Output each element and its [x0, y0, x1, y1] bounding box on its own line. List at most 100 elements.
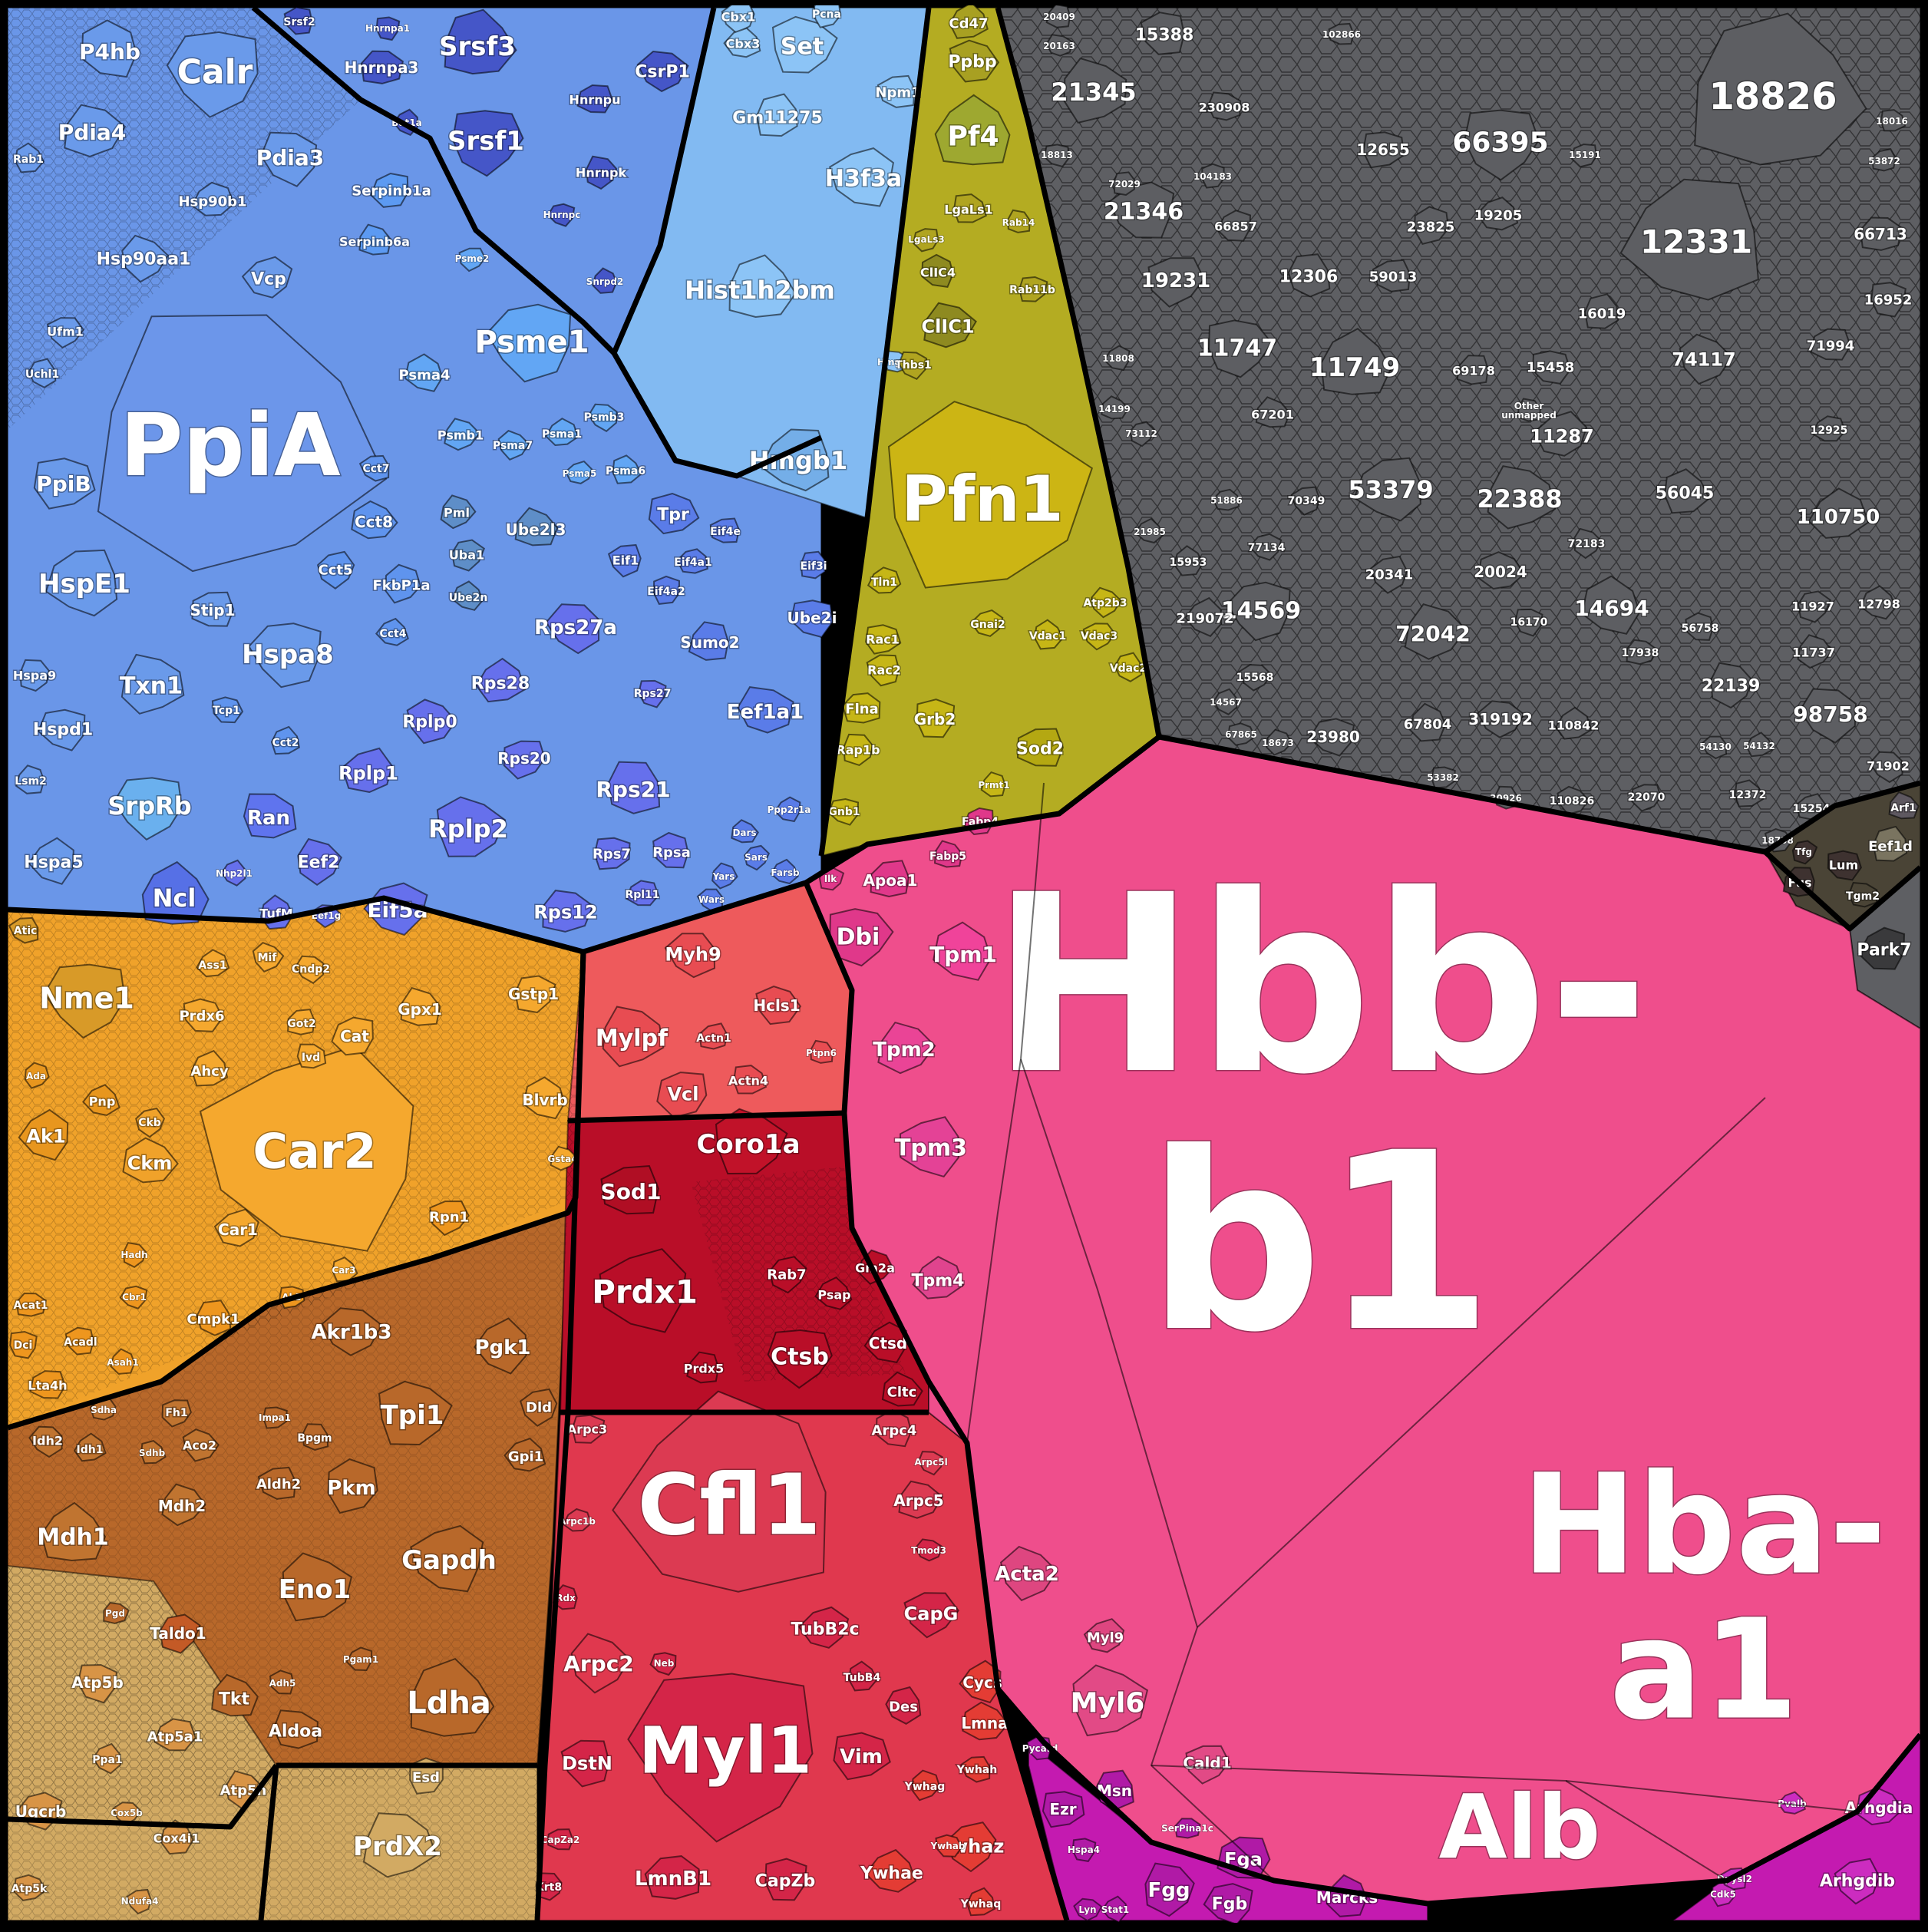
cell-shape: [744, 844, 770, 871]
cell-shape: [161, 1399, 192, 1428]
cell-sod1: Sod1: [599, 1164, 662, 1215]
cell-73112: 73112: [1124, 421, 1158, 447]
cell-label: 66713: [1854, 225, 1907, 243]
cell-shape: [867, 566, 902, 594]
cell-label: Actn4: [728, 1074, 768, 1088]
cell-shape: [1631, 784, 1662, 812]
cell-label: H3f3a: [825, 166, 902, 193]
cell-label: 19205: [1474, 207, 1523, 223]
cell-label: Rps20: [497, 749, 550, 768]
cell-label: 14199: [1098, 404, 1131, 414]
cell-shape: [1072, 1664, 1149, 1737]
cell-capg: CapG: [903, 1592, 959, 1639]
cell-shape: [636, 50, 689, 93]
cell-shape: [64, 104, 127, 157]
cell-label: 19231: [1141, 269, 1210, 292]
cell-shape: [599, 1248, 687, 1333]
cell-label: Gm11275: [732, 109, 823, 128]
cell-lmna: Lmna: [960, 1701, 1009, 1741]
cell-label: Hnrnpa1: [365, 23, 410, 34]
cell-shape: [1431, 766, 1456, 789]
cell-label: Cct7: [362, 463, 389, 475]
cell-ppib: PpiB: [33, 457, 96, 510]
cell-label: Fabp5: [929, 850, 966, 863]
cell-shape: [140, 1440, 167, 1465]
cell-shape: [191, 591, 235, 627]
cell-shape: [260, 131, 318, 187]
cell-sumo2: Sumo2: [679, 621, 741, 661]
cell-label: Gstp1: [508, 985, 559, 1003]
cell-shape: [600, 1164, 659, 1215]
cell-cndp2: Cndp2: [290, 955, 332, 985]
cell-krt8: Krt8: [534, 1872, 563, 1901]
cell-shape: [570, 1633, 631, 1694]
cell-label: Rdx: [556, 1593, 576, 1603]
cell-shape: [436, 796, 507, 857]
cell-hspa5: Hspa5: [23, 837, 84, 885]
cell-pml: Pml: [440, 494, 477, 530]
cell-label: PpiA: [120, 396, 341, 496]
cell-cct5: Cct5: [316, 550, 355, 590]
cell-rpn1: Rpn1: [428, 1200, 470, 1237]
cell-label: Ctsb: [771, 1344, 829, 1371]
cell-shape: [688, 621, 729, 661]
cell-shape: [913, 228, 939, 253]
cell-shape: [1226, 581, 1291, 642]
cell-label: Srsf3: [439, 31, 516, 62]
cell-label: Cbr1: [122, 1292, 147, 1303]
cell-label: Ezr: [1049, 1800, 1076, 1818]
cell-shape: [676, 548, 708, 574]
cell-71994: 71994: [1805, 328, 1856, 361]
cell-shape: [362, 1812, 437, 1878]
cell-flna: Flna: [841, 692, 881, 724]
cell-p4hb: P4hb: [78, 19, 141, 78]
cell-arpc5l: Arpc5l: [914, 1451, 948, 1476]
cell-label: Wars: [698, 894, 725, 905]
cell-pcna: Pcna: [811, 0, 842, 28]
cell-12925: 12925: [1809, 415, 1849, 442]
cell-label: Myl9: [1087, 1630, 1124, 1646]
cell-label: 319192: [1468, 710, 1533, 728]
cell-shape: [1413, 206, 1450, 245]
cell-srsf3: Srsf3: [438, 8, 517, 75]
cell-vcl: Vcl: [656, 1072, 708, 1118]
cell-shape: [475, 657, 527, 703]
cell-shape: [709, 517, 740, 543]
cell-hspd1: Hspd1: [31, 708, 94, 751]
cell-shape: [586, 155, 618, 190]
cell-label: Actn1: [696, 1032, 731, 1045]
cell-shape: [1140, 12, 1185, 55]
cell-label: Cltc: [887, 1384, 917, 1400]
cell-shape: [1834, 1858, 1880, 1905]
cell-shape: [1372, 259, 1411, 292]
cell-vdac3: Vdac3: [1079, 623, 1119, 651]
cell-shape: [1477, 700, 1525, 738]
cell-shape: [345, 1646, 373, 1672]
cell-atp5a1: Atp5a1: [146, 1718, 204, 1752]
cell-label: Rps7: [593, 846, 631, 862]
cell-shape: [1847, 881, 1878, 908]
cell-shape: [296, 1043, 327, 1069]
cell-label: Sod1: [601, 1179, 662, 1204]
cell-ptpn6: Ptpn6: [805, 1039, 837, 1064]
cell-dci: Dci: [9, 1330, 38, 1359]
cell-myl1: Myl1: [627, 1673, 814, 1843]
cell-shape: [406, 698, 457, 745]
cell-label: Fh1: [165, 1407, 187, 1419]
cell-label: Ndufa4: [121, 1896, 159, 1907]
cell-shape: [321, 1307, 383, 1356]
cell-shape: [1201, 163, 1225, 189]
cell-label: Thbs1: [895, 359, 932, 372]
cell-atp2b3: Atp2b3: [1082, 586, 1128, 619]
cell-snrpd2: Snrpd2: [586, 267, 624, 294]
cell-rab1: Rab1: [12, 142, 45, 173]
cell-label: Arhgdia: [1845, 1798, 1913, 1817]
cell-shape: [1033, 619, 1064, 650]
cell-shape: [9, 1330, 38, 1359]
cell-label: 22388: [1477, 484, 1562, 514]
cell-shape: [190, 1049, 229, 1087]
cell-label: SrpRb: [107, 791, 191, 821]
cell-shape: [768, 1256, 807, 1294]
cell-label: CapZb: [755, 1872, 815, 1891]
